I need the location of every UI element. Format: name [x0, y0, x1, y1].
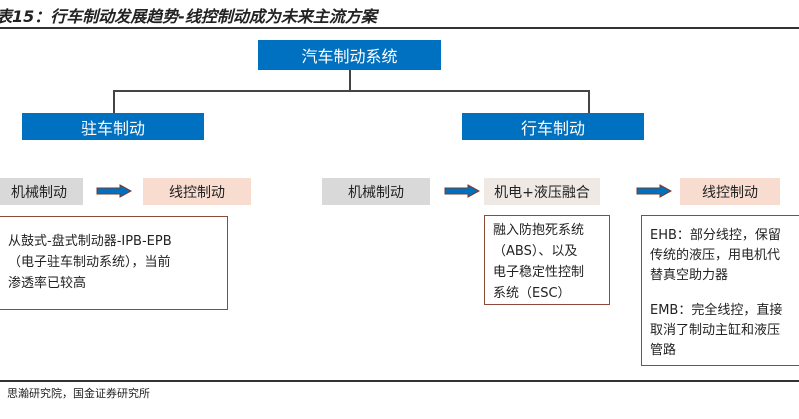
figure-title: 表15：行车制动发展趋势-线控制动成为未来主流方案 [0, 7, 377, 26]
desc-line: 从鼓式-盘式制动器-IPB-EPB [8, 234, 172, 249]
spacer [650, 286, 799, 301]
root-node: 汽车制动系统 [258, 40, 441, 70]
service-mechanical-node: 机械制动 [322, 178, 430, 205]
desc-line: EHB：部分线控，保留 [650, 228, 781, 243]
parking-mechanical-node: 机械制动 [0, 178, 83, 205]
desc-line: EMB：完全线控，直接 [650, 303, 783, 318]
arrow-right-icon [444, 184, 480, 198]
service-wire-node: 线控制动 [680, 178, 780, 205]
connector [113, 90, 115, 113]
parking-description: 从鼓式-盘式制动器-IPB-EPB （电子驻车制动系统），当前 渗透率已较高 [0, 216, 228, 310]
desc-line: 替真空助力器 [650, 268, 729, 283]
desc-line: 融入防抱死系统 [493, 223, 585, 238]
desc-line: 系统（ESC） [493, 286, 571, 301]
desc-line: （电子驻车制动系统），当前 [8, 255, 171, 270]
hybrid-description: 融入防抱死系统 （ABS）、以及 电子稳定性控制 系统（ESC） [484, 215, 610, 305]
service-hybrid-node: 机电+液压融合 [484, 178, 600, 205]
connector [588, 90, 590, 113]
parking-wire-node: 线控制动 [143, 178, 251, 205]
wire-description: EHB：部分线控，保留 传统的液压，用电机代 替真空助力器 EMB：完全线控，直… [641, 215, 799, 366]
service-brake-node: 行车制动 [462, 113, 644, 140]
top-rule [0, 27, 799, 29]
arrow-right-icon [636, 184, 672, 198]
desc-line: （ABS）、以及 [493, 244, 578, 259]
desc-line: 传统的液压，用电机代 [650, 248, 781, 263]
connector [349, 70, 351, 90]
arrow-right-icon [96, 184, 132, 198]
bottom-rule [0, 380, 799, 382]
desc-line: 管路 [650, 343, 677, 358]
desc-line: 电子稳定性控制 [493, 265, 585, 280]
connector [113, 90, 589, 92]
desc-line: 取消了制动主缸和液压 [650, 323, 781, 338]
source-note: ：思瀚研究院，国金证券研究所 [0, 387, 150, 400]
desc-line: 渗透率已较高 [8, 276, 87, 291]
parking-brake-node: 驻车制动 [22, 113, 204, 140]
